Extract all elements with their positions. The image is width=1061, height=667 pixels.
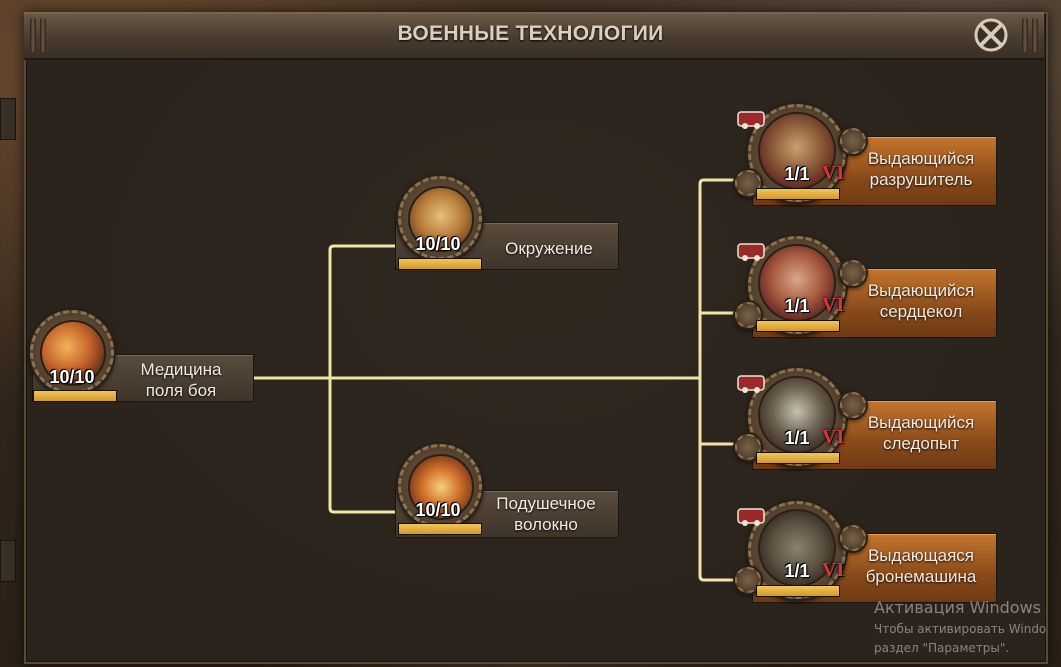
progress-fill bbox=[757, 453, 839, 463]
watermark-line: Чтобы активировать Windo bbox=[874, 622, 1047, 636]
progress-fill bbox=[399, 259, 481, 269]
progress-bar bbox=[756, 452, 840, 464]
crossbow-icon bbox=[737, 243, 765, 261]
node-label: Выдающаяся бронемашина bbox=[852, 545, 990, 587]
node-label-line: Выдающийся bbox=[867, 281, 975, 300]
motorcycle-icon bbox=[737, 375, 765, 393]
node-label: Выдающийся разрушитель bbox=[852, 148, 990, 190]
node-label-line: Выдающийся bbox=[867, 413, 975, 432]
rank-numeral: VI bbox=[822, 426, 845, 448]
node-label-line: Выдающийся bbox=[867, 149, 975, 168]
progress-fill bbox=[399, 524, 481, 534]
encirclement-icon bbox=[408, 186, 474, 252]
rank-numeral: VI bbox=[822, 294, 845, 316]
progress-bar bbox=[756, 585, 840, 597]
rivet bbox=[30, 18, 36, 52]
node-label-line: Медицина bbox=[140, 360, 222, 379]
level-counter: 1/1 bbox=[784, 164, 810, 184]
gear-icon bbox=[735, 567, 761, 593]
node-label-line: Выдающаяся bbox=[867, 546, 975, 565]
rank-numeral: VI bbox=[822, 162, 845, 184]
unit-portrait bbox=[758, 244, 836, 322]
node-label: Окружение bbox=[505, 239, 593, 258]
page-title: ВОЕННЫЕ ТЕХНОЛОГИИ bbox=[397, 22, 664, 45]
progress-fill bbox=[757, 189, 839, 199]
node-label-line: следопыт bbox=[882, 434, 960, 453]
node-label-line: поля боя bbox=[145, 381, 217, 400]
armored-car-icon bbox=[737, 508, 765, 526]
node-label-line: сердцекол bbox=[879, 302, 963, 321]
unit-portrait bbox=[758, 376, 836, 454]
watermark-title: Активация Windows bbox=[874, 598, 1041, 617]
close-button[interactable] bbox=[972, 16, 1010, 54]
progress-bar bbox=[756, 320, 840, 332]
level-counter: 10/10 bbox=[415, 234, 461, 254]
gear-icon bbox=[840, 525, 866, 551]
unit-portrait bbox=[758, 509, 836, 587]
node-label-line: разрушитель bbox=[869, 170, 973, 189]
close-icon bbox=[974, 18, 1008, 52]
node-label: Подушечное волокно bbox=[482, 493, 610, 535]
rivet bbox=[1022, 18, 1028, 52]
rivet bbox=[40, 18, 46, 52]
node-label-line: Подушечное bbox=[496, 494, 596, 513]
level-counter: 10/10 bbox=[415, 500, 461, 520]
gear-icon bbox=[840, 128, 866, 154]
node-label: Выдающийся сердцекол bbox=[852, 280, 990, 322]
level-counter: 10/10 bbox=[49, 367, 95, 387]
node-label-line: бронемашина bbox=[865, 567, 977, 586]
progress-fill bbox=[757, 321, 839, 331]
level-counter: 1/1 bbox=[784, 296, 810, 316]
side-clip-upper bbox=[0, 98, 16, 140]
progress-bar bbox=[33, 390, 117, 402]
node-label: Выдающийся следопыт bbox=[852, 412, 990, 454]
level-counter: 1/1 bbox=[784, 561, 810, 581]
cushion-fiber-icon bbox=[408, 454, 474, 520]
title-bar bbox=[24, 12, 1044, 60]
watermark-line: раздел "Параметры". bbox=[874, 641, 1010, 655]
unit-portrait bbox=[758, 112, 836, 190]
cannon-icon bbox=[737, 111, 765, 129]
progress-bar bbox=[756, 188, 840, 200]
progress-fill bbox=[757, 586, 839, 596]
rank-numeral: VI bbox=[822, 559, 845, 581]
gear-icon bbox=[840, 260, 866, 286]
gear-icon bbox=[735, 434, 761, 460]
gear-icon bbox=[840, 392, 866, 418]
level-counter: 1/1 bbox=[784, 428, 810, 448]
field-medicine-icon bbox=[40, 320, 106, 386]
side-clip-lower bbox=[0, 540, 16, 582]
progress-bar bbox=[398, 523, 482, 535]
rivet bbox=[1032, 18, 1038, 52]
node-label: Медицина поля боя bbox=[118, 359, 244, 401]
node-label-line: волокно bbox=[514, 515, 578, 534]
progress-bar bbox=[398, 258, 482, 270]
progress-fill bbox=[34, 391, 116, 401]
